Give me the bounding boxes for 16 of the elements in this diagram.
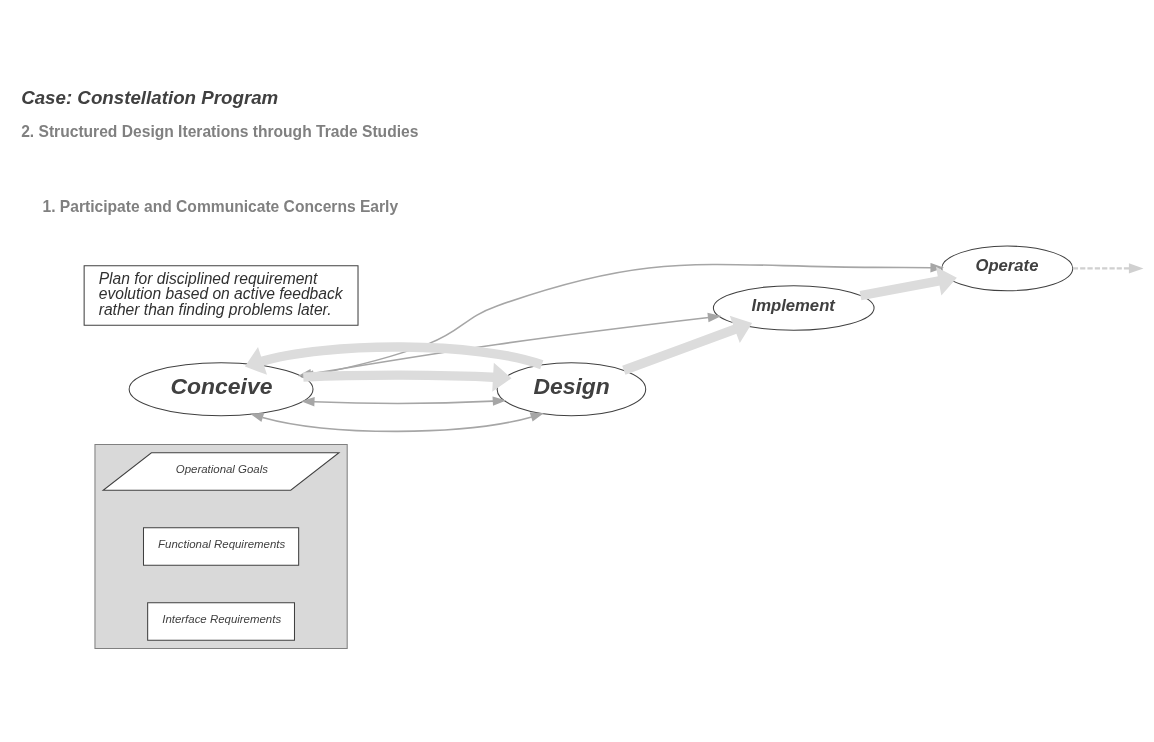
arrow: [300, 395, 507, 407]
cluster: [94, 443, 348, 649]
node-ellipse: Operate: [941, 245, 1074, 291]
label: 2. Structured Design Iterations through Trade Studies: [21, 122, 419, 140]
node-box: Functional Requirements: [142, 526, 300, 566]
arrow: [249, 412, 545, 432]
node-ellipse: Implement: [712, 284, 875, 331]
arrow: [622, 315, 753, 375]
arrow: [303, 362, 512, 392]
node-box: Plan for disciplined requirement evolution based on active feedback rather than finding problems later.: [83, 264, 359, 326]
node-box: Interface Requirements: [147, 601, 295, 641]
label: 1. Participate and Communicate Concerns Early: [42, 197, 399, 215]
arrow: [1072, 262, 1144, 273]
arrow: [859, 266, 957, 300]
diagram-title: Case: Constellation Program: [21, 86, 279, 108]
node-ellipse: Design: [496, 361, 647, 416]
